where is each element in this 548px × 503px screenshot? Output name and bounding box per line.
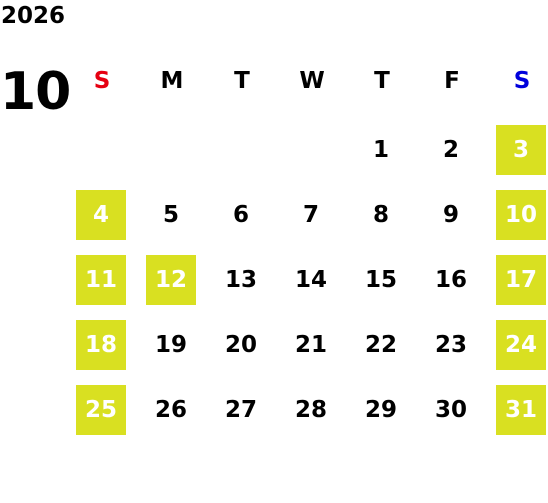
calendar-day: 2 — [442, 137, 459, 163]
calendar-day: 31 — [496, 385, 546, 435]
weekday-thursday: T — [374, 68, 390, 94]
weekday-saturday: S — [513, 68, 531, 94]
calendar-day: 6 — [232, 202, 249, 228]
calendar-day: 17 — [496, 255, 546, 305]
calendar-day: 24 — [496, 320, 546, 370]
calendar-year: 2026 — [1, 3, 66, 29]
calendar-day: 22 — [364, 332, 397, 358]
calendar-day: 30 — [434, 397, 467, 423]
calendar-day: 11 — [76, 255, 126, 305]
calendar-day: 26 — [154, 397, 187, 423]
calendar-day: 21 — [294, 332, 327, 358]
calendar-day: 13 — [224, 267, 257, 293]
calendar-day: 29 — [364, 397, 397, 423]
weekday-sunday: S — [93, 68, 111, 94]
calendar-day: 8 — [372, 202, 389, 228]
calendar-day: 7 — [302, 202, 319, 228]
calendar-day: 19 — [154, 332, 187, 358]
calendar-day: 15 — [364, 267, 397, 293]
calendar-day: 1 — [372, 137, 389, 163]
weekday-friday: F — [444, 68, 460, 94]
weekday-monday: M — [160, 68, 184, 94]
calendar-month: 10 — [0, 62, 71, 122]
calendar-day: 14 — [294, 267, 327, 293]
calendar-day: 25 — [76, 385, 126, 435]
calendar-day: 16 — [434, 267, 467, 293]
calendar-day: 5 — [162, 202, 179, 228]
calendar-day: 27 — [224, 397, 257, 423]
calendar-day: 12 — [146, 255, 196, 305]
calendar-day: 20 — [224, 332, 257, 358]
calendar-day: 23 — [434, 332, 467, 358]
calendar-day: 4 — [76, 190, 126, 240]
weekday-tuesday: T — [234, 68, 250, 94]
weekday-wednesday: W — [299, 68, 325, 94]
calendar-day: 3 — [496, 125, 546, 175]
calendar-day: 10 — [496, 190, 546, 240]
calendar-day: 28 — [294, 397, 327, 423]
calendar-day: 9 — [442, 202, 459, 228]
calendar-day: 18 — [76, 320, 126, 370]
